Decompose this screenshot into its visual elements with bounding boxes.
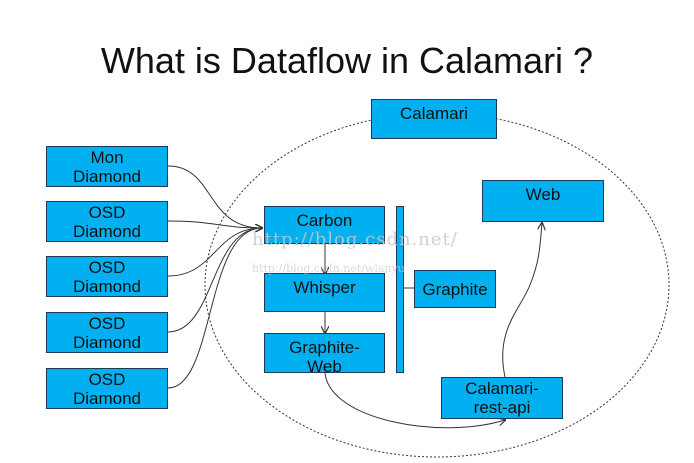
edge-osd3-to-carbon: [167, 228, 262, 333]
graphite-web-label-line1: Graphite-: [289, 338, 360, 357]
edge-osd1-to-carbon: [167, 220, 262, 228]
graphite-web-box: Graphite- Web: [264, 333, 385, 376]
web-box: Web: [482, 180, 604, 222]
osd-diamond-3-label-line1: OSD: [88, 313, 126, 333]
edge-graphite-web-to-rest-api: [324, 372, 505, 429]
mon-diamond-label-line2: Diamond: [72, 166, 142, 186]
osd-diamond-box-4: OSD Diamond: [46, 368, 168, 409]
osd-diamond-1-label-line2: Diamond: [72, 221, 142, 241]
graphite-bracket-bar: [396, 206, 404, 373]
osd-diamond-3-label-line2: Diamond: [72, 332, 142, 352]
osd-diamond-1-label-line1: OSD: [88, 202, 126, 222]
rest-api-label-line2: rest-api: [473, 398, 531, 417]
edge-rest-api-to-web: [502, 223, 542, 378]
graphite-box: Graphite: [414, 270, 496, 308]
web-label: Web: [525, 185, 561, 204]
osd-diamond-box-2: OSD Diamond: [46, 256, 168, 297]
mon-diamond-label-line1: Mon: [90, 147, 124, 167]
calamari-label: Calamari: [399, 104, 469, 123]
watermark-url-2: http://blog.csdn.net/wlanyu: [252, 262, 405, 275]
osd-diamond-2-label-line2: Diamond: [72, 276, 142, 296]
osd-diamond-box-3: OSD Diamond: [46, 312, 168, 353]
carbon-box: Carbon: [264, 206, 385, 244]
osd-diamond-4-label-line2: Diamond: [72, 388, 142, 408]
calamari-rest-api-box: Calamari- rest-api: [441, 377, 563, 419]
osd-diamond-box-1: OSD Diamond: [46, 201, 168, 242]
calamari-box: Calamari: [371, 99, 497, 139]
rest-api-label-line1: Calamari-: [465, 379, 539, 398]
edge-osd2-to-carbon: [167, 228, 262, 277]
whisper-label: Whisper: [293, 278, 356, 297]
watermark-url-1: http://blog.csdn.net/: [252, 229, 458, 250]
carbon-label: Carbon: [296, 211, 353, 230]
osd-diamond-4-label-line1: OSD: [88, 369, 126, 389]
graphite-web-label-line2: Web: [307, 357, 342, 376]
whisper-box: Whisper: [264, 273, 385, 312]
edge-mon-to-carbon: [167, 165, 262, 228]
graphite-label: Graphite: [422, 279, 488, 299]
edge-osd4-to-carbon: [167, 228, 262, 389]
osd-diamond-2-label-line1: OSD: [88, 257, 126, 277]
mon-diamond-box: Mon Diamond: [46, 146, 168, 187]
page-title: What is Dataflow in Calamari ?: [100, 40, 594, 81]
